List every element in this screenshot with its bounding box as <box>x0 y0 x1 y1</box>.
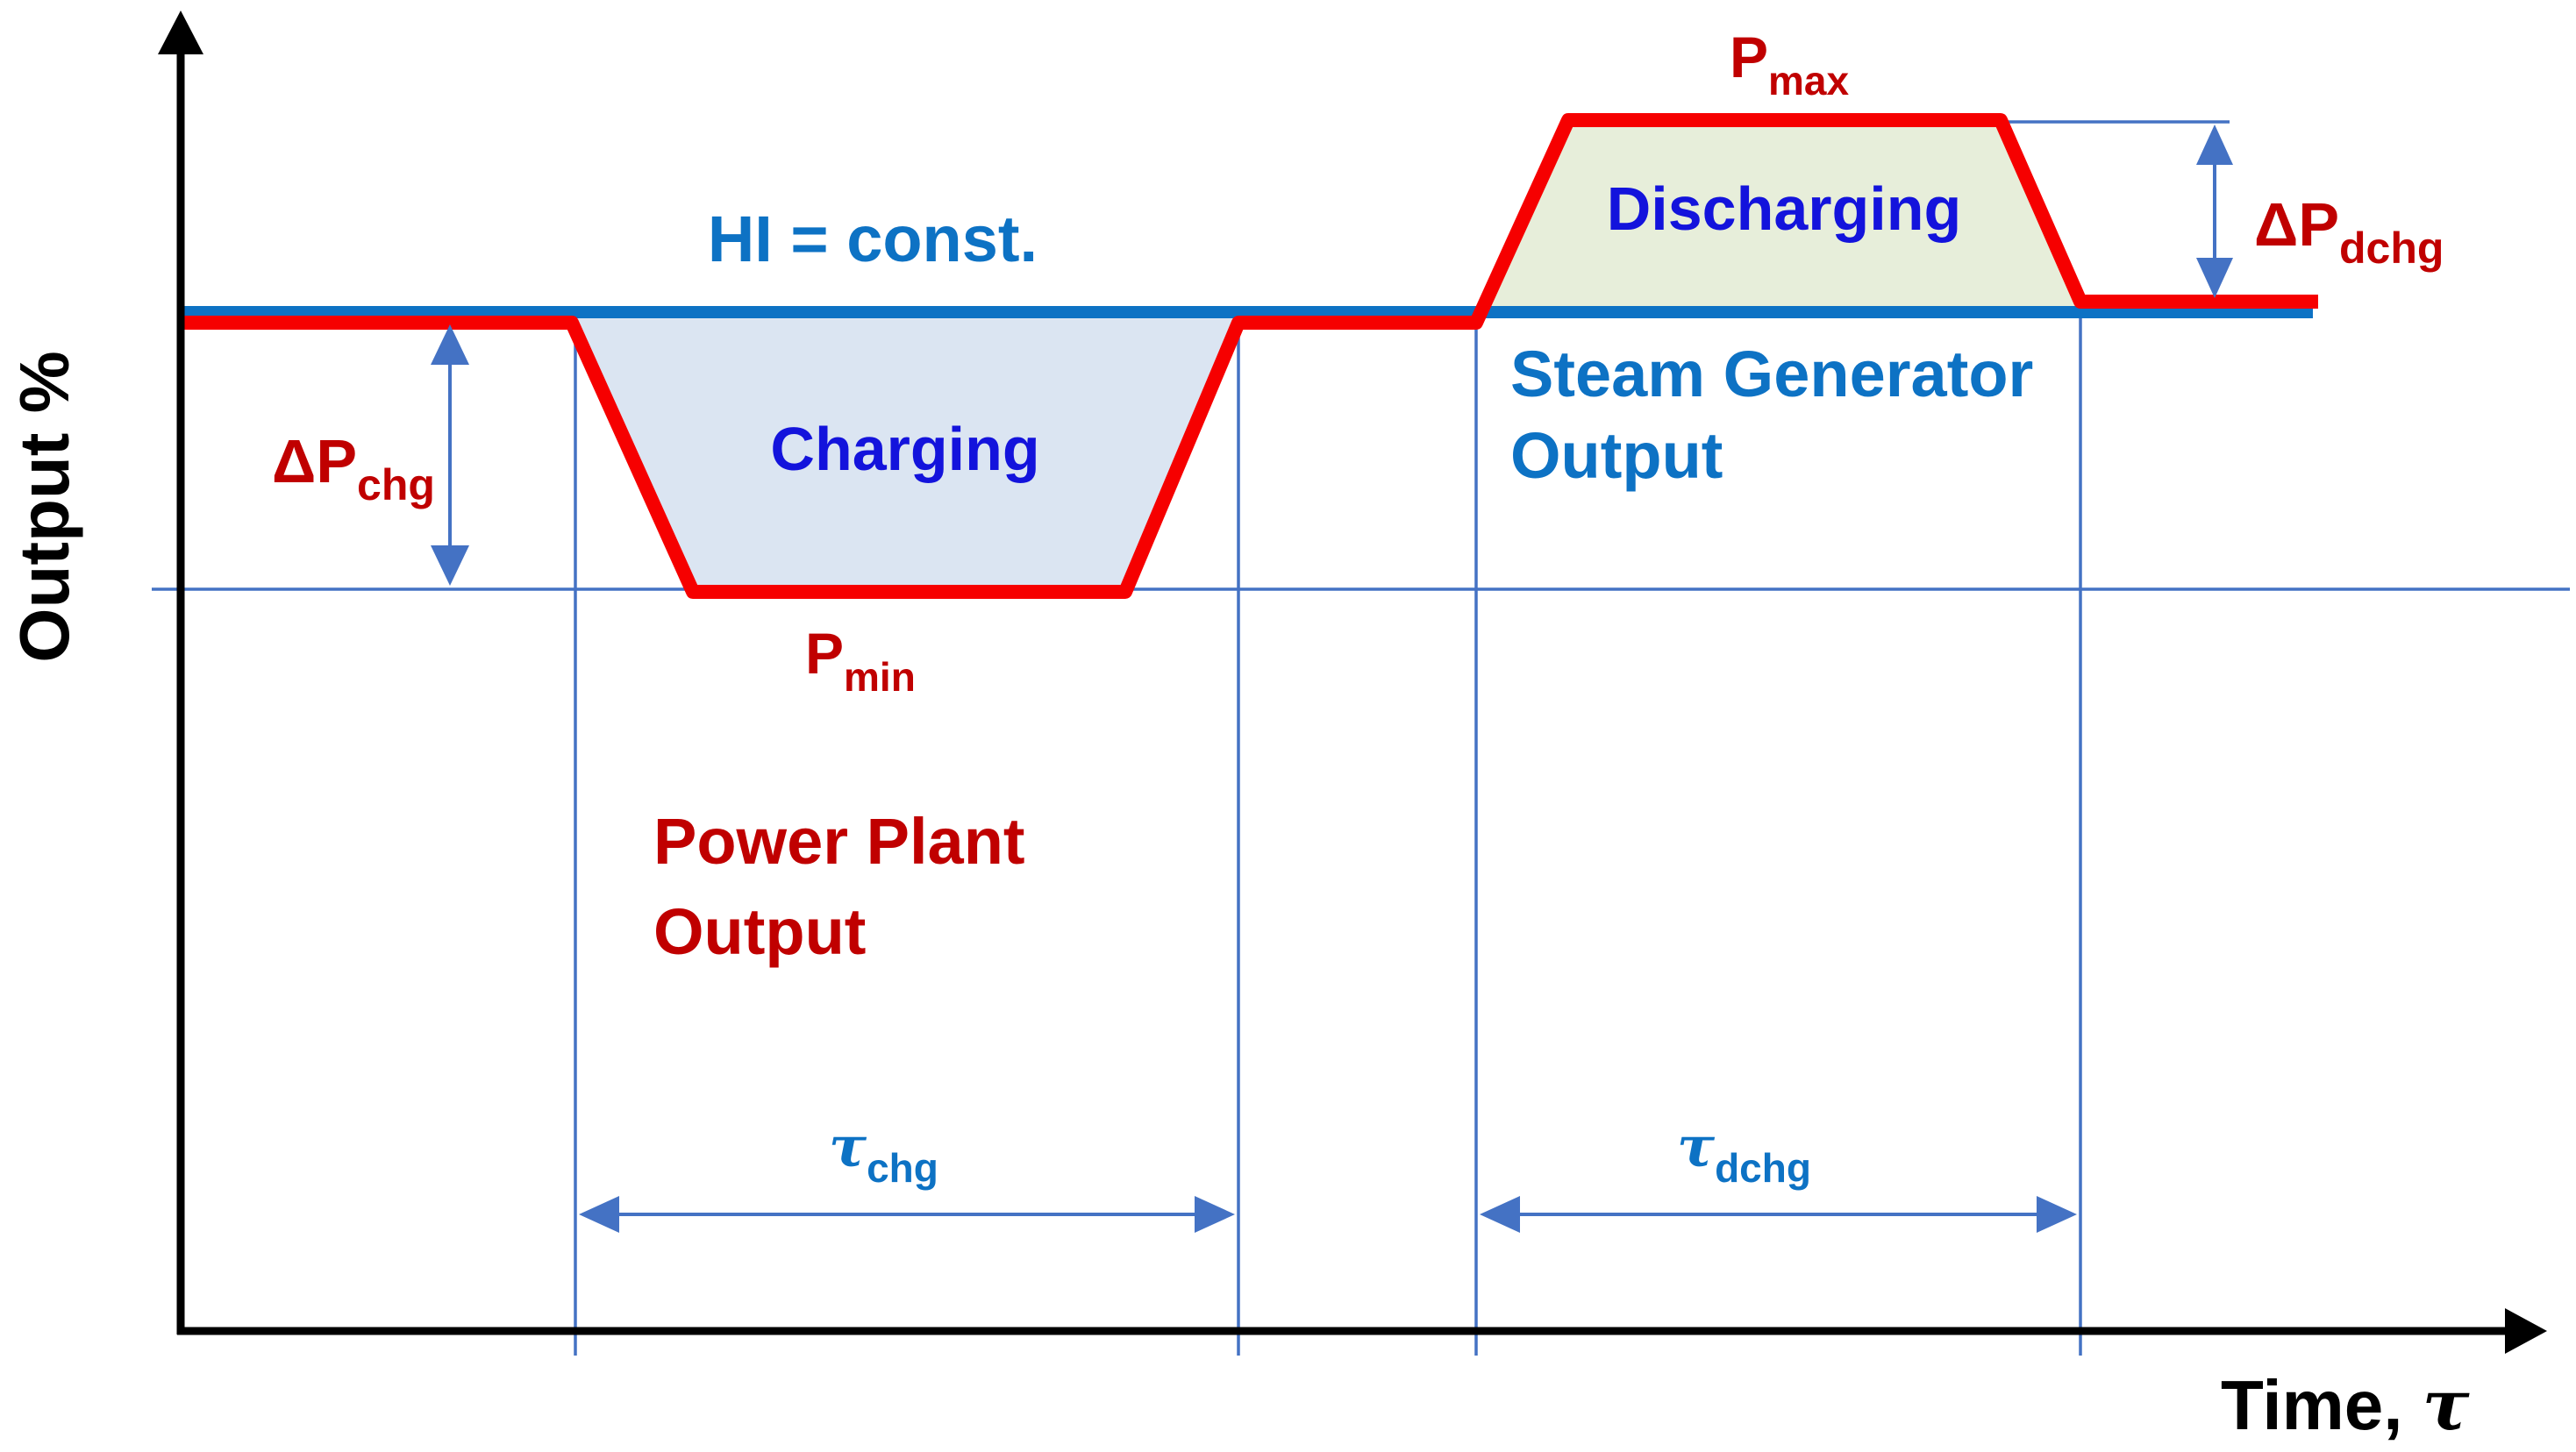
dp-chg-label: ΔPchg <box>272 427 435 509</box>
power-plant-output-label-line2: Output <box>653 895 866 968</box>
power-plant-curve <box>181 113 2318 599</box>
power-plant-output-label-line1: Power Plant <box>653 805 1025 878</box>
y-axis-arrowhead-icon <box>158 11 203 54</box>
pmin-label: Pmin <box>805 621 916 700</box>
tau-chg-label: τchg <box>829 1114 938 1191</box>
hi-const-label: HI = const. <box>708 203 1038 275</box>
dp-dchg-label: ΔPdchg <box>2254 190 2444 273</box>
tau-dchg-right-arrowhead-icon <box>2037 1196 2077 1233</box>
tau-dchg-left-arrowhead-icon <box>1480 1196 1520 1233</box>
dp-chg-down-arrowhead-icon <box>431 545 469 586</box>
charging-region-fill <box>572 317 1238 590</box>
y-axis-label: Output % <box>5 351 83 662</box>
x-axis-arrowhead-icon <box>2505 1308 2547 1354</box>
charging-label: Charging <box>770 415 1039 483</box>
dp-dchg-down-arrowhead-icon <box>2196 258 2233 298</box>
steam-generator-output-label-line1: Steam Generator <box>1510 338 2033 410</box>
discharging-label: Discharging <box>1607 174 1962 243</box>
discharging-region-fill <box>1476 123 2080 312</box>
steam-generator-output-label-line2: Output <box>1510 419 1723 492</box>
tau-dchg-label: τdchg <box>1677 1114 1811 1191</box>
dp-chg-up-arrowhead-icon <box>431 324 469 365</box>
pmax-label: Pmax <box>1730 25 1850 103</box>
x-axis-label: Time, τ <box>2221 1363 2470 1446</box>
dp-dchg-up-arrowhead-icon <box>2196 125 2233 165</box>
tau-chg-left-arrowhead-icon <box>579 1196 619 1233</box>
tau-chg-right-arrowhead-icon <box>1195 1196 1235 1233</box>
